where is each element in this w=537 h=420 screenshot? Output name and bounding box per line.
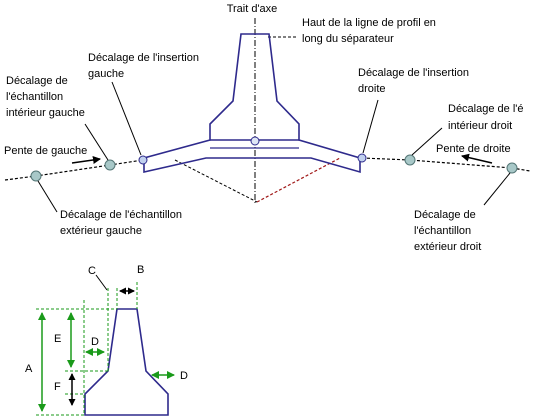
- left-outer-sample-point: [30, 170, 42, 182]
- barrier-shape: [143, 33, 361, 174]
- label-dim-a: A: [25, 363, 33, 375]
- label-dec-ech-int-g-2: l'échantillon: [6, 91, 63, 103]
- leader-right-inner-sample: [411, 127, 443, 156]
- leader-left-inner-sample: [84, 123, 109, 161]
- leader-right-insertion: [362, 99, 379, 154]
- label-dec-ins-droite-1: Décalage de l'insertion: [358, 67, 469, 79]
- right-insertion-point: [357, 153, 367, 163]
- leader-left-insertion: [111, 81, 142, 156]
- label-pente-droite: Pente de droite: [436, 143, 511, 155]
- label-dec-ech-int-d-1: Décalage de l'é: [448, 103, 524, 115]
- right-inner-sample-point: [404, 154, 416, 166]
- dimension-c-leader: [95, 274, 108, 291]
- center-point: [250, 136, 260, 146]
- right-slope-arrow: [461, 153, 493, 164]
- label-haut-line2: long du séparateur: [302, 33, 394, 45]
- label-haut-line1: Haut de la ligne de profil en: [302, 17, 436, 29]
- left-inner-sample-point: [104, 159, 116, 171]
- label-dec-ech-ext-d-2: l'échantillon: [414, 225, 471, 237]
- label-trait-axe: Trait d'axe: [227, 3, 278, 15]
- label-dim-f: F: [54, 381, 61, 393]
- subgrade-right: [256, 157, 341, 203]
- label-dim-c: C: [88, 265, 96, 277]
- label-dec-ins-gauche-2: gauche: [88, 68, 124, 80]
- label-dec-ins-droite-2: droite: [358, 83, 386, 95]
- ground-line-right: [361, 157, 531, 172]
- label-dim-e: E: [54, 333, 61, 345]
- label-dim-d-left: D: [91, 336, 99, 348]
- label-dim-d-right: D: [180, 370, 188, 382]
- label-dec-ech-ext-d-1: Décalage de: [414, 209, 476, 221]
- left-insertion-point: [138, 155, 148, 165]
- label-dec-ech-ext-d-3: extérieur droit: [414, 241, 481, 253]
- label-dec-ech-int-g-3: intérieur gauche: [6, 107, 85, 119]
- label-dec-ech-ext-g-2: extérieur gauche: [60, 225, 142, 237]
- label-dec-ech-int-d-2: intérieur droit: [448, 120, 512, 132]
- label-dec-ech-ext-g-1: Décalage de l'échantillon: [60, 209, 182, 221]
- label-dim-b: B: [137, 264, 144, 276]
- leader-right-outer-sample: [483, 172, 511, 206]
- right-outer-sample-point: [506, 162, 518, 174]
- dimension-extension-lines: [36, 282, 138, 416]
- label-dec-ins-gauche-1: Décalage de l'insertion: [88, 52, 199, 64]
- label-dec-ech-int-g-1: Décalage de: [6, 75, 68, 87]
- left-slope-arrow: [71, 156, 101, 164]
- leader-left-outer-sample: [37, 180, 58, 213]
- ground-line-left: [4, 159, 144, 181]
- label-pente-gauche: Pente de gauche: [4, 145, 87, 157]
- subgrade-left: [174, 159, 258, 203]
- dimension-barrier-shape: [84, 308, 169, 416]
